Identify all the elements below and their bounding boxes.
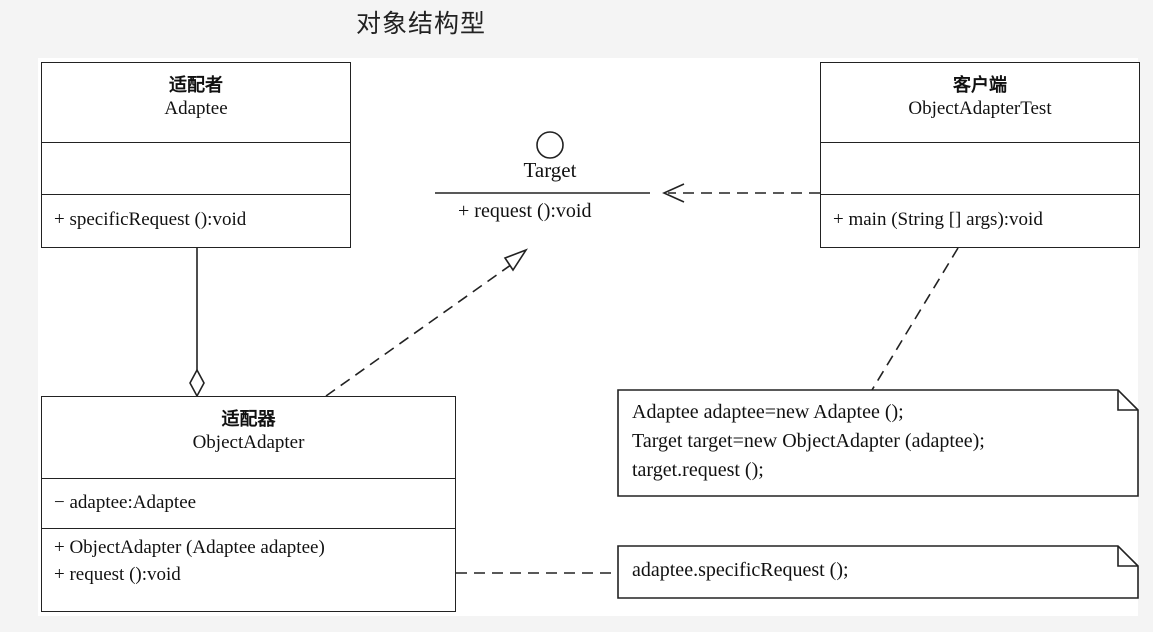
class-client-en-name: ObjectAdapterTest <box>908 98 1052 119</box>
interface-circle-icon <box>536 131 564 159</box>
note-line: Target target=new ObjectAdapter (adaptee… <box>632 430 985 452</box>
aggregation-diamond-icon <box>189 368 205 398</box>
operation-row: + main (String [] args):void <box>833 209 1043 230</box>
class-client-cn-name: 客户端 <box>953 75 1007 96</box>
diagram-title: 对象结构型 <box>356 9 487 38</box>
class-object-adapter-attributes: − adaptee:Adaptee <box>42 479 455 529</box>
operation-row: + specificRequest ():void <box>54 209 247 230</box>
class-object-adapter: 适配器 ObjectAdapter − adaptee:Adaptee + Ob… <box>41 396 456 612</box>
attribute-row: − adaptee:Adaptee <box>54 492 197 513</box>
class-client: 客户端 ObjectAdapterTest + main (String [] … <box>820 62 1140 248</box>
note-client-shape <box>617 389 1139 497</box>
class-adaptee-en-name: Adaptee <box>164 98 228 119</box>
note-link-client <box>871 247 959 391</box>
class-client-name: 客户端 ObjectAdapterTest <box>821 63 1139 143</box>
operation-row: + ObjectAdapter (Adaptee adaptee) <box>54 537 325 558</box>
class-object-adapter-operations: + ObjectAdapter (Adaptee adaptee) + requ… <box>42 529 455 588</box>
class-adaptee-cn-name: 适配者 <box>169 75 223 96</box>
class-object-adapter-cn-name: 适配器 <box>221 409 276 430</box>
note-client: Adaptee adaptee=new Adaptee (); Target t… <box>632 398 985 485</box>
note-line: target.request (); <box>632 459 764 481</box>
interface-target-operation: + request ():void <box>458 200 592 222</box>
class-object-adapter-name: 适配器 ObjectAdapter <box>42 397 455 479</box>
class-adaptee: 适配者 Adaptee + specificRequest ():void <box>41 62 351 248</box>
operation-row: + request ():void <box>54 564 181 585</box>
realization-adapter-target <box>325 261 516 397</box>
interface-target-name: Target <box>523 158 577 182</box>
class-object-adapter-en-name: ObjectAdapter <box>192 432 305 453</box>
class-adaptee-attributes <box>42 143 350 195</box>
class-client-attributes <box>821 143 1139 195</box>
dependency-arrowhead-icon <box>662 183 685 203</box>
note-adapter-shape <box>617 545 1139 599</box>
class-adaptee-name: 适配者 Adaptee <box>42 63 350 143</box>
class-adaptee-operations: + specificRequest ():void <box>42 195 350 233</box>
class-client-operations: + main (String [] args):void <box>821 195 1139 233</box>
note-adapter: adaptee.specificRequest (); <box>632 556 849 585</box>
note-line: adaptee.specificRequest (); <box>632 559 849 581</box>
realization-triangle-icon <box>503 248 529 272</box>
note-line: Adaptee adaptee=new Adaptee (); <box>632 401 904 423</box>
